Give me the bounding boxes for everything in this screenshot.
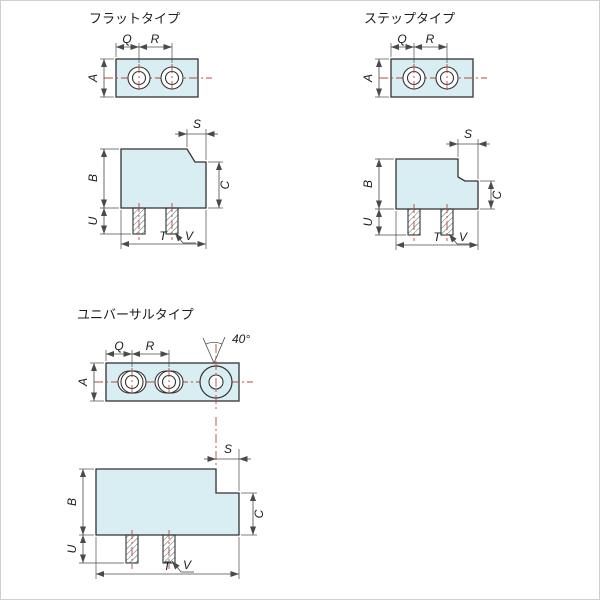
dim-label-v: V: [183, 558, 192, 572]
dim-label-q: Q: [114, 339, 123, 353]
dim-label-t: T: [163, 559, 172, 573]
dim-label-a: A: [76, 378, 90, 387]
dim-label-t: T: [433, 230, 442, 244]
leader-line: [448, 233, 458, 245]
step-top-view: Q R A: [361, 32, 487, 98]
dim-label-c: C: [252, 509, 266, 518]
step-type-title: ステップタイプ: [364, 11, 455, 26]
dim-label-s: S: [193, 117, 201, 131]
leader-line: [171, 560, 182, 573]
dim-label-s: S: [464, 127, 472, 141]
dim-label-c: C: [490, 190, 504, 199]
angle-line: [213, 336, 226, 364]
flat-front-body: [120, 148, 207, 209]
dim-label-a: A: [86, 74, 100, 83]
dim-label-u: U: [361, 217, 375, 226]
flat-type-title: フラットタイプ: [89, 11, 180, 26]
dim-label-s: S: [224, 442, 232, 456]
dim-label-a: A: [361, 74, 375, 83]
universal-type-title: ユニバーサルタイプ: [77, 307, 194, 322]
dim-label-t: T: [159, 229, 168, 243]
dim-label-r: R: [151, 32, 160, 46]
dim-label-c: C: [218, 180, 232, 189]
dim-label-v: V: [459, 230, 468, 244]
universal-front-body: [95, 468, 240, 536]
dim-label-b: B: [65, 498, 79, 506]
step-front-view: S B C U T V: [361, 127, 504, 250]
dim-label-v: V: [185, 229, 194, 243]
dim-label-angle: 40°: [232, 332, 250, 346]
angle-line: [202, 337, 215, 364]
dim-label-r: R: [146, 339, 155, 353]
dim-label-b: B: [361, 180, 375, 188]
universal-top-view: 40° Q R A: [76, 332, 253, 411]
universal-type: ユニバーサルタイプ 40° Q: [65, 307, 266, 579]
step-front-body: [395, 158, 479, 210]
dim-label-b: B: [86, 174, 100, 182]
dim-label-q: Q: [397, 32, 406, 46]
flat-front-view: S B C U T V: [86, 117, 232, 249]
flat-type: フラットタイプ Q R A: [86, 11, 232, 249]
dim-label-r: R: [426, 32, 435, 46]
dim-label-u: U: [65, 544, 79, 553]
angle-arc: [205, 341, 223, 345]
step-type: ステップタイプ Q R A: [361, 11, 504, 250]
universal-front-view: S B C U T V: [65, 442, 266, 579]
leader-line: [174, 232, 184, 244]
dim-label-u: U: [86, 216, 100, 225]
dim-label-q: Q: [122, 32, 131, 46]
flat-top-view: Q R A: [86, 32, 212, 98]
